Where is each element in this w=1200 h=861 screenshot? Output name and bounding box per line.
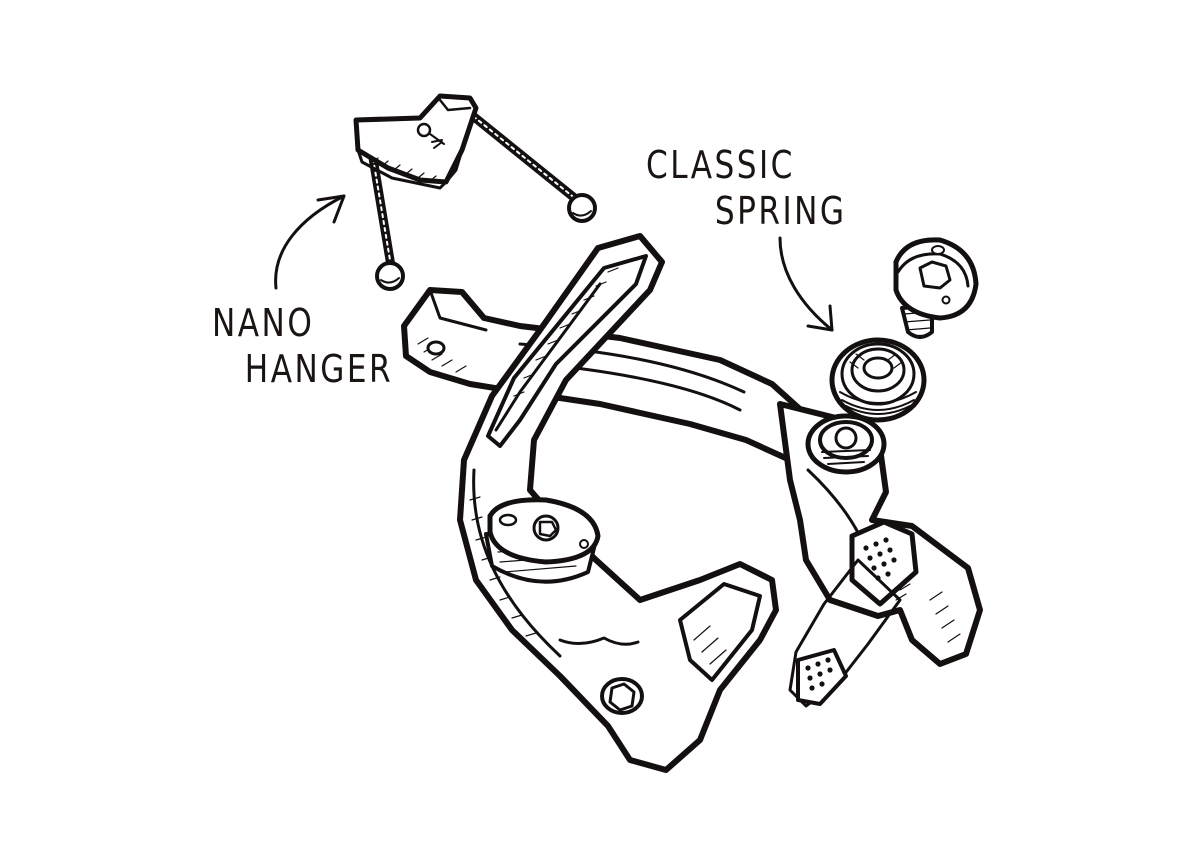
classic-spring: [829, 337, 927, 423]
nano-hanger-label-line-1: NANO: [212, 301, 315, 345]
nano-hanger-label-line-2: HANGER: [244, 347, 394, 391]
spring-arrow: [778, 236, 834, 332]
brake-arm-left: [457, 233, 779, 773]
classic-spring-label-line-1: CLASSIC: [646, 143, 795, 187]
hanger-arrowhead: [316, 194, 346, 224]
hanger-arrow: [274, 194, 346, 290]
classic-spring-label-line-2: SPRING: [714, 189, 847, 233]
spring-arrowhead: [806, 304, 834, 332]
classic-spring-label: CLASSIC SPRING: [646, 142, 847, 234]
spring-cap-bolt: [893, 237, 979, 339]
nano-hanger: [353, 93, 597, 291]
brake-pad: [788, 519, 919, 708]
nano-hanger-label: NANO HANGER: [212, 300, 393, 392]
pivot-bolt: [484, 497, 601, 584]
